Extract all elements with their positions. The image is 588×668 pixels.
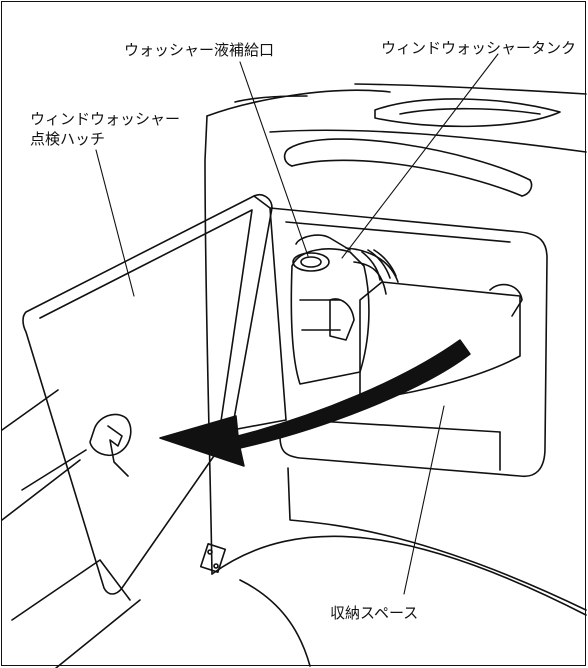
leader-hatch (95, 149, 135, 297)
hatch-door-edge (253, 195, 287, 421)
trim-oval-outer (374, 98, 561, 128)
trim-top-left-line (234, 95, 308, 103)
leader-tank (341, 53, 499, 259)
tank-right-component (489, 283, 523, 317)
storage-opening-outline (269, 207, 548, 478)
vehicle-left-line-5 (55, 599, 141, 668)
trim-top-line (354, 83, 587, 95)
vehicle-left-line-4 (11, 559, 131, 621)
open-direction-arrow-icon (159, 339, 471, 467)
label-inspection-hatch-line1: ウィンドウォッシャー (30, 110, 181, 128)
vehicle-left-line-2 (1, 459, 81, 521)
body-side-contour (204, 115, 213, 575)
leader-fill-port (239, 61, 309, 257)
hinge-screw-2 (213, 563, 219, 569)
vehicle-left-line-1 (1, 389, 59, 431)
fill-cap (292, 252, 330, 272)
hatch-edge-lower (231, 419, 287, 431)
tank-body (290, 248, 370, 385)
body-recess-top (289, 138, 531, 181)
label-washer-fill-port: ウォッシャー液補給口 (124, 41, 275, 59)
leader-storage (403, 405, 445, 595)
tank-neck (295, 234, 351, 251)
storage-floor-line (299, 419, 501, 433)
storage-panel (359, 281, 521, 401)
body-recess-end2 (521, 179, 533, 197)
label-inspection-hatch-line2: 点検ハッチ (30, 130, 106, 148)
tank-corrugation (361, 249, 397, 281)
vehicle-left-line-3 (21, 449, 87, 491)
lower-body-line-1 (211, 535, 587, 616)
body-outer-contour (206, 89, 391, 117)
hatch-door-outer (22, 193, 273, 595)
hatch-latch-key (107, 425, 129, 477)
trim-oval-inner (399, 107, 541, 115)
tank-bracket (329, 298, 355, 341)
hinge-screw-1 (207, 549, 213, 555)
label-storage-space: 収納スペース (330, 604, 419, 622)
hatch-latch-ring (89, 413, 132, 457)
storage-inner-line (285, 221, 511, 243)
tank-strap (299, 299, 341, 331)
trim-mid-line (269, 129, 587, 153)
label-inspection-hatch: ウィンドウォッシャー 点検ハッチ (30, 109, 200, 149)
hatch-hinge (199, 543, 227, 573)
label-window-washer-tank: ウィンドウォッシャータンク (381, 39, 577, 57)
lower-body-line-3 (239, 579, 311, 667)
fill-cap-inner (300, 256, 322, 268)
body-recess-end (283, 147, 293, 167)
tank-hose-2 (353, 261, 387, 295)
lower-body-line-2 (287, 467, 587, 611)
body-recess-bottom (291, 159, 523, 197)
hatch-door-inner (39, 209, 253, 429)
